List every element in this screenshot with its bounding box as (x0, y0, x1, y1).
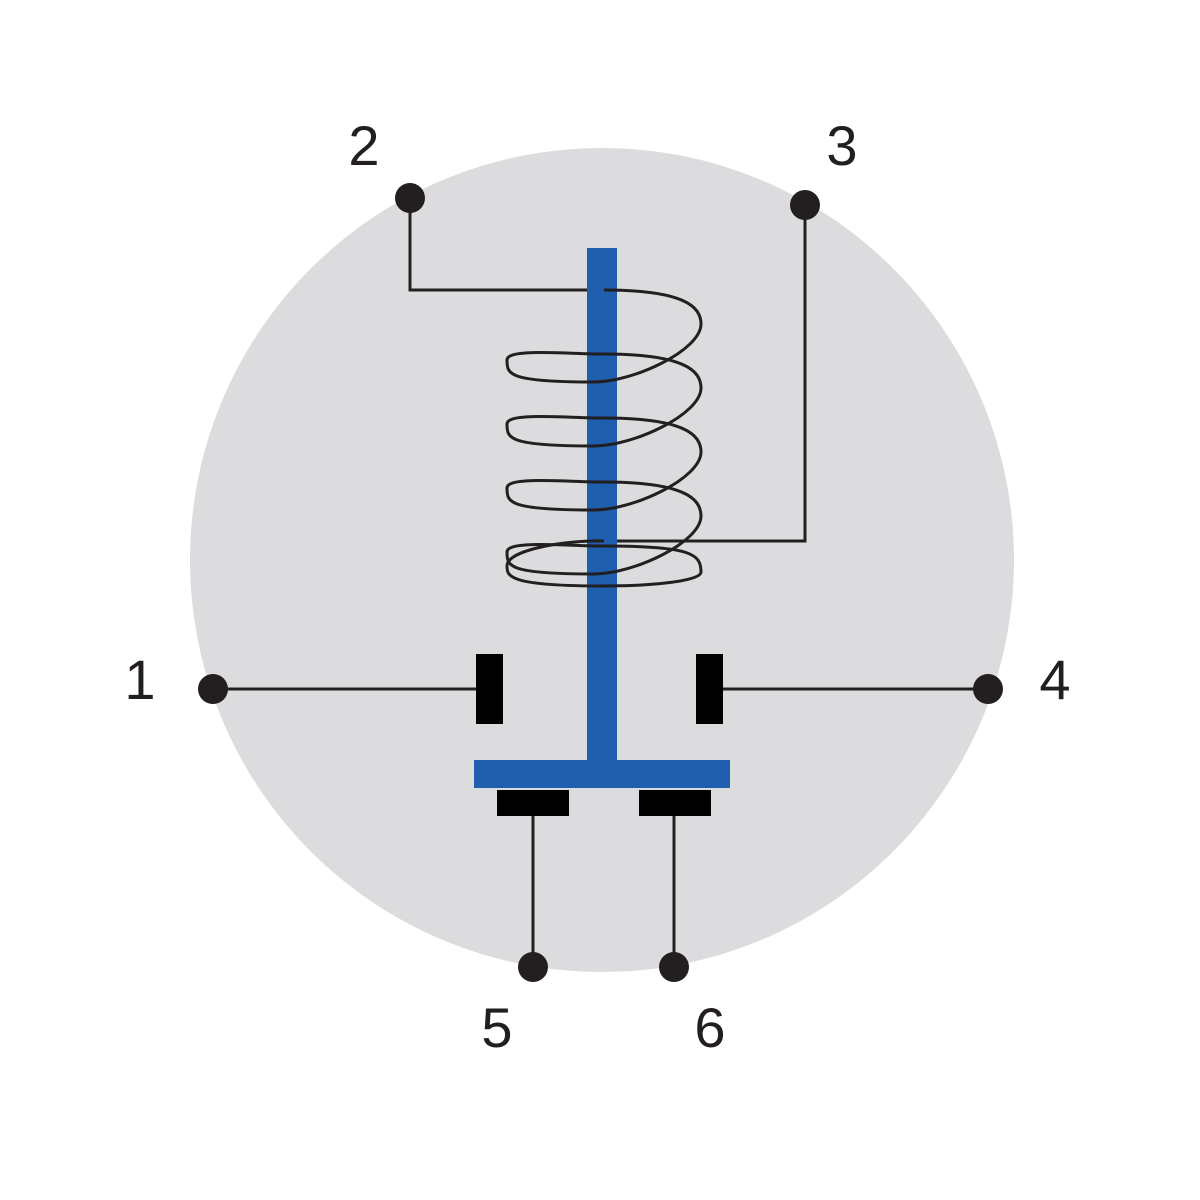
coil-turn (505, 416, 703, 512)
armature-crossbar (474, 760, 730, 788)
contact-pin-5 (497, 790, 569, 816)
coil-lead-pin-2 (408, 198, 600, 292)
coil-lead-pin-3 (605, 205, 807, 543)
contact-pin-6 (639, 790, 711, 816)
terminal-pin-6[interactable] (659, 952, 689, 982)
terminal-pin-1[interactable] (198, 674, 228, 704)
coil-turn (505, 480, 703, 576)
terminal-pin-4[interactable] (973, 674, 1003, 704)
pin-label-6: 6 (694, 996, 725, 1059)
contact-pin-1 (476, 654, 503, 724)
terminal-pin-3[interactable] (790, 190, 820, 220)
contact-pin-4 (696, 654, 723, 724)
pin-label-3: 3 (826, 114, 857, 177)
pin-label-5: 5 (481, 996, 512, 1059)
coil-turn (505, 352, 703, 448)
pin-label-4: 4 (1039, 648, 1070, 711)
coil-turn (505, 539, 703, 588)
terminal-pin-2[interactable] (395, 183, 425, 213)
pin-label-1: 1 (124, 648, 155, 711)
coil-turn (505, 288, 703, 384)
coil-winding (505, 288, 703, 588)
terminal-pin-5[interactable] (518, 952, 548, 982)
pin-label-2: 2 (348, 114, 379, 177)
